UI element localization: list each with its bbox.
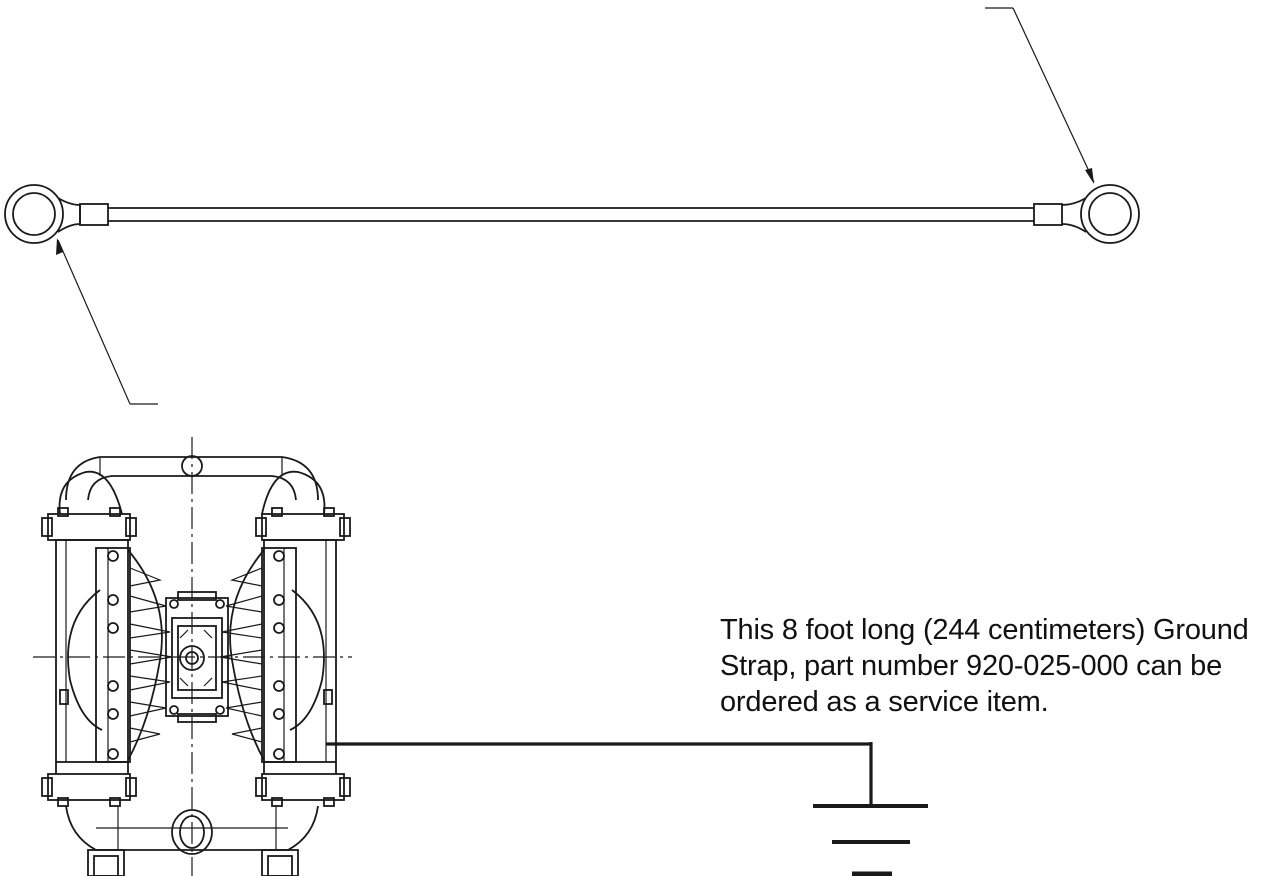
ground-wire (326, 742, 873, 806)
ground-strap (4, 7, 1140, 405)
ground-strap-description: This 8 foot long (244 centimeters) Groun… (720, 612, 1286, 720)
caption-line-3: ordered as a service item. (720, 686, 1049, 718)
leader-line-right (985, 7, 1095, 184)
leader-line-left (56, 238, 158, 405)
caption-line-2: Strap, part number 920-025-000 can be (720, 650, 1223, 682)
strap-cable (108, 207, 1034, 222)
caption-line-1: This 8 foot long (244 centimeters) Groun… (720, 614, 1249, 646)
ground-symbol-icon (813, 804, 928, 876)
ring-terminal-right-icon (1033, 184, 1140, 244)
ring-terminal-left-icon (4, 184, 109, 244)
diaphragm-pump-drawing (33, 437, 352, 876)
